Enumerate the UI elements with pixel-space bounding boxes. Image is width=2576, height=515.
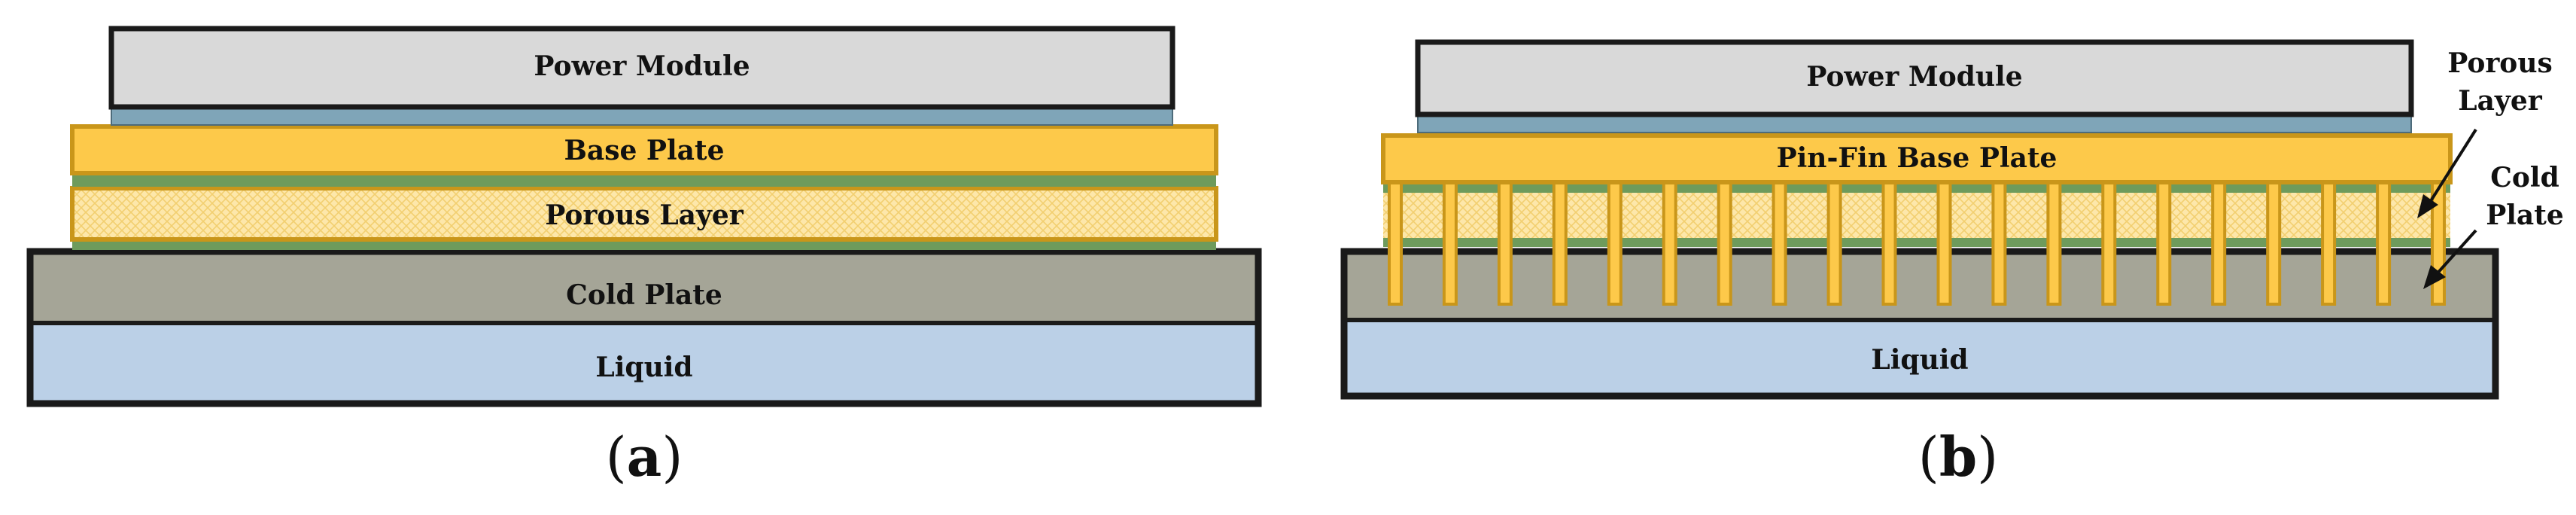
pin-fin xyxy=(2376,176,2392,306)
pin-fin xyxy=(1607,176,1623,306)
cold-plate-frame-b xyxy=(1340,248,2499,400)
pin-fin xyxy=(2156,176,2172,306)
label-porous-layer-a: Porous Layer xyxy=(545,200,744,231)
power-module-b xyxy=(1415,39,2414,117)
label-power-module-a: Power Module xyxy=(534,50,750,82)
porous-layer-b xyxy=(1383,193,2450,239)
power-module-a xyxy=(108,26,1175,110)
pin-fin xyxy=(2211,176,2227,306)
base-plate-a xyxy=(70,124,1218,175)
pin-fin xyxy=(1552,176,1568,306)
pin-fin xyxy=(2101,176,2117,306)
pin-fin xyxy=(1991,176,2007,306)
pin-fin xyxy=(1442,176,1458,306)
label-liquid-a: Liquid xyxy=(595,352,692,383)
thermal-interface-b xyxy=(1417,114,2412,133)
liquid-b xyxy=(1344,322,2495,396)
callout-cold-plate-line1: Cold xyxy=(2490,162,2559,194)
bond-layer-a-lower xyxy=(72,239,1216,250)
pin-fin-base-plate-b xyxy=(1381,133,2453,184)
arrow-porous-layer xyxy=(2428,128,2477,205)
pin-fin xyxy=(1497,176,1513,306)
thermal-interface-a xyxy=(111,108,1173,126)
label-liquid-b: Liquid xyxy=(1871,344,1968,376)
pin-fins-b xyxy=(1388,176,2446,306)
pin-fin xyxy=(1717,176,1732,306)
cold-plate-a xyxy=(30,251,1258,321)
callout-porous-layer-line1: Porous xyxy=(2447,47,2553,79)
pin-fin xyxy=(1388,176,1403,306)
arrow-cold-plate xyxy=(2434,229,2477,277)
label-cold-plate-a: Cold Plate xyxy=(566,279,722,311)
callout-cold-plate-line2: Plate xyxy=(2486,200,2564,231)
label-base-plate-a: Base Plate xyxy=(564,135,724,166)
pin-fin xyxy=(1936,176,1952,306)
panel-b: Power Module Pin-Fin Base Plate Liquid P… xyxy=(1340,39,2564,489)
pin-fin xyxy=(2321,176,2337,306)
pin-fin xyxy=(2046,176,2062,306)
bond-layer-b-upper xyxy=(1383,184,2450,193)
label-power-module-b: Power Module xyxy=(1806,61,2022,93)
pin-fin xyxy=(1826,176,1842,306)
arrowhead-cold-plate xyxy=(2423,265,2446,289)
bond-layer-b-lower xyxy=(1383,238,2450,247)
pin-fin xyxy=(1881,176,1897,306)
callout-porous-layer-line2: Layer xyxy=(2458,85,2542,117)
caption-b: (b) xyxy=(1918,425,1999,489)
porous-layer-a xyxy=(70,186,1218,242)
cold-plate-frame-a xyxy=(26,248,1262,407)
pin-fin xyxy=(1772,176,1787,306)
pin-fin xyxy=(1662,176,1677,306)
cold-plate-b xyxy=(1344,251,2495,319)
label-pin-fin-base-plate-b: Pin-Fin Base Plate xyxy=(1777,142,2057,174)
arrowhead-porous-layer xyxy=(2417,194,2438,218)
caption-a: (a) xyxy=(606,425,683,489)
panel-a: Power Module Base Plate Porous Layer Col… xyxy=(26,26,1262,489)
bond-layer-a-upper xyxy=(72,175,1216,187)
liquid-a xyxy=(30,325,1258,404)
pin-fin xyxy=(2266,176,2282,306)
